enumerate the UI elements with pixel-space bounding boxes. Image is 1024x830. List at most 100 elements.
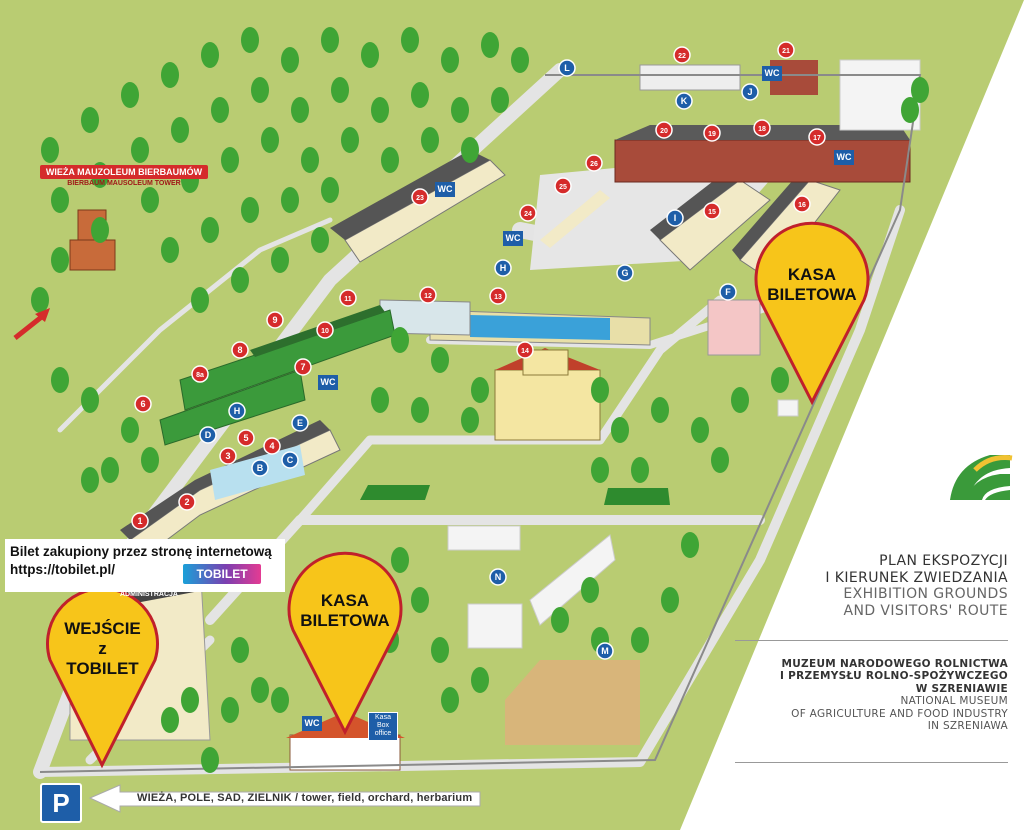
marker-red-dot	[703, 202, 721, 220]
tree	[631, 457, 649, 483]
museum-logo	[950, 455, 1013, 500]
marker-red-dot	[673, 46, 691, 64]
wc-sign: WC	[834, 150, 854, 165]
tree	[141, 447, 159, 473]
marker-red-22[interactable]: 22	[673, 46, 691, 64]
marker-red-13[interactable]: 13	[489, 287, 507, 305]
marker-red-dot	[231, 341, 249, 359]
marker-red-dot	[339, 289, 357, 307]
marker-blue-dot	[666, 209, 684, 227]
marker-blue-dot	[494, 259, 512, 277]
pin-box-office-right-line1: KASA	[787, 265, 837, 284]
marker-red-dot	[419, 286, 437, 304]
marker-red-3[interactable]: 3	[219, 447, 237, 465]
marker-blue-G[interactable]: G	[616, 264, 634, 282]
online-ticket-url[interactable]: https://tobilet.pl/	[10, 562, 115, 577]
marker-blue-L[interactable]: L	[558, 59, 576, 77]
marker-red-4[interactable]: 4	[263, 437, 281, 455]
marker-red-9[interactable]: 9	[266, 311, 284, 329]
marker-red-dot	[585, 154, 603, 172]
tree	[201, 42, 219, 68]
marker-red-8[interactable]: 8	[231, 341, 249, 359]
marker-red-16[interactable]: 16	[793, 195, 811, 213]
parking-sign: P	[40, 783, 82, 823]
tree	[211, 97, 229, 123]
museum-pl-1: MUZEUM NARODOWEGO ROLNICTWA	[781, 658, 1008, 670]
tree	[161, 707, 179, 733]
tobilet-logo: TOBILET	[183, 564, 261, 584]
marker-red-10[interactable]: 10	[316, 321, 334, 339]
marker-red-20[interactable]: 20	[655, 121, 673, 139]
marker-red-5[interactable]: 5	[237, 429, 255, 447]
marker-red-label: 25	[559, 184, 567, 191]
tree	[231, 267, 249, 293]
marker-red-label: 4	[269, 441, 274, 451]
tree	[381, 147, 399, 173]
marker-red-7[interactable]: 7	[294, 358, 312, 376]
marker-blue-H[interactable]: H	[494, 259, 512, 277]
tree	[771, 367, 789, 393]
marker-red-23[interactable]: 23	[411, 188, 429, 206]
marker-blue-dot	[291, 414, 309, 432]
tree	[691, 417, 709, 443]
pin-box-office-right-text[interactable]: KASA BILETOWA	[756, 265, 868, 305]
marker-red-label: 7	[300, 362, 305, 372]
marker-blue-E[interactable]: E	[291, 414, 309, 432]
marker-red-dot	[703, 124, 721, 142]
marker-red-11[interactable]: 11	[339, 289, 357, 307]
pin-box-office-center-text[interactable]: KASA BILETOWA	[289, 591, 401, 631]
small-box-office-sign: Kasa Box office	[368, 712, 398, 741]
marker-red-1[interactable]: 1	[131, 512, 149, 530]
marker-blue-I[interactable]: I	[666, 209, 684, 227]
tree	[291, 97, 309, 123]
tree	[251, 677, 269, 703]
marker-blue-C[interactable]: C	[281, 451, 299, 469]
tree	[31, 287, 49, 313]
marker-red-label: 15	[708, 209, 716, 216]
marker-red-8a[interactable]: 8a	[191, 365, 209, 383]
marker-red-12[interactable]: 12	[419, 286, 437, 304]
marker-blue-M[interactable]: M	[596, 642, 614, 660]
marker-red-15[interactable]: 15	[703, 202, 721, 220]
marker-red-17[interactable]: 17	[808, 128, 826, 146]
marker-red-19[interactable]: 19	[703, 124, 721, 142]
marker-red-dot	[489, 287, 507, 305]
marker-blue-B[interactable]: B	[251, 459, 269, 477]
flower-beds	[360, 485, 670, 505]
marker-red-26[interactable]: 26	[585, 154, 603, 172]
pin-entrance-text[interactable]: WEJŚCIE z TOBILET	[45, 619, 160, 679]
museum-pl-3: W SZRENIAWIE	[915, 682, 1008, 695]
marker-red-dot	[131, 512, 149, 530]
tree	[411, 397, 429, 423]
tree	[321, 177, 339, 203]
pin-entrance-line3: TOBILET	[66, 659, 139, 678]
marker-red-dot	[316, 321, 334, 339]
marker-red-6[interactable]: 6	[134, 395, 152, 413]
wc-sign: WC	[503, 231, 523, 246]
small-box-office-line2: Box	[376, 722, 390, 729]
marker-blue-dot	[228, 402, 246, 420]
tree	[231, 637, 249, 663]
marker-red-14[interactable]: 14	[516, 341, 534, 359]
marker-red-21[interactable]: 21	[777, 41, 795, 59]
marker-blue-F[interactable]: F	[719, 283, 737, 301]
tree	[431, 347, 449, 373]
trees	[31, 27, 929, 773]
marker-red-18[interactable]: 18	[753, 119, 771, 137]
marker-red-24[interactable]: 24	[519, 204, 537, 222]
tree	[631, 627, 649, 653]
marker-red-dot	[134, 395, 152, 413]
pin-box-office-right-shape	[754, 221, 870, 406]
tree	[511, 47, 529, 73]
marker-blue-K[interactable]: K	[675, 92, 693, 110]
marker-red-25[interactable]: 25	[554, 177, 572, 195]
tree	[301, 147, 319, 173]
marker-blue-D[interactable]: D	[199, 426, 217, 444]
tower-label: WIEŻA MAUZOLEUM BIERBAUMÓW	[40, 165, 208, 179]
marker-blue-N[interactable]: N	[489, 568, 507, 586]
marker-red-2[interactable]: 2	[178, 493, 196, 511]
marker-blue-J[interactable]: J	[741, 83, 759, 101]
marker-blue-dot	[489, 568, 507, 586]
marker-blue-H[interactable]: H	[228, 402, 246, 420]
